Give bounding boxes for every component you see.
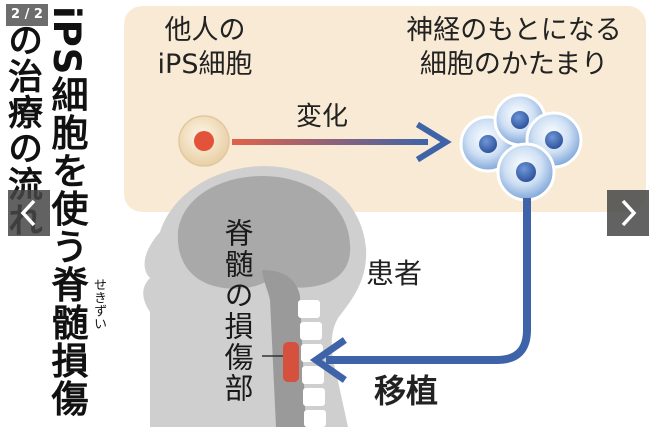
injury-site-marker [283, 342, 299, 382]
diagram-title: iPS細胞を使う脊髄損傷 [45, 6, 88, 418]
label-other-person-line2: iPS細胞 [157, 49, 253, 80]
next-image-button[interactable] [607, 190, 649, 236]
label-transplant: 移植 [374, 372, 439, 410]
label-neural-source-line2: 細胞のかたまり [419, 49, 609, 80]
neural-cell-cluster-icon [459, 93, 583, 202]
label-change: 変化 [296, 102, 349, 132]
ips-cell-icon [178, 115, 230, 167]
page-counter-badge: 2 / 2 [6, 4, 48, 26]
previous-image-button[interactable] [8, 190, 50, 236]
chevron-left-icon [20, 199, 36, 227]
chevron-right-icon [621, 199, 637, 227]
label-injury-site: 脊髄の損傷部 [220, 218, 254, 404]
label-neural-source-line1: 神経のもとになる [406, 15, 622, 46]
label-other-person-line1: 他人の [164, 15, 246, 46]
label-neural-source-cells: 神経のもとになる 細胞のかたまり [384, 14, 644, 82]
transplant-arrow [309, 198, 531, 383]
change-arrow [232, 121, 452, 163]
title-ruby-reading: せきずい [91, 278, 106, 330]
label-other-person-ips: 他人の iPS細胞 [150, 14, 260, 82]
label-patient: 患者 [366, 257, 423, 290]
patient-head-silhouette [143, 166, 367, 427]
